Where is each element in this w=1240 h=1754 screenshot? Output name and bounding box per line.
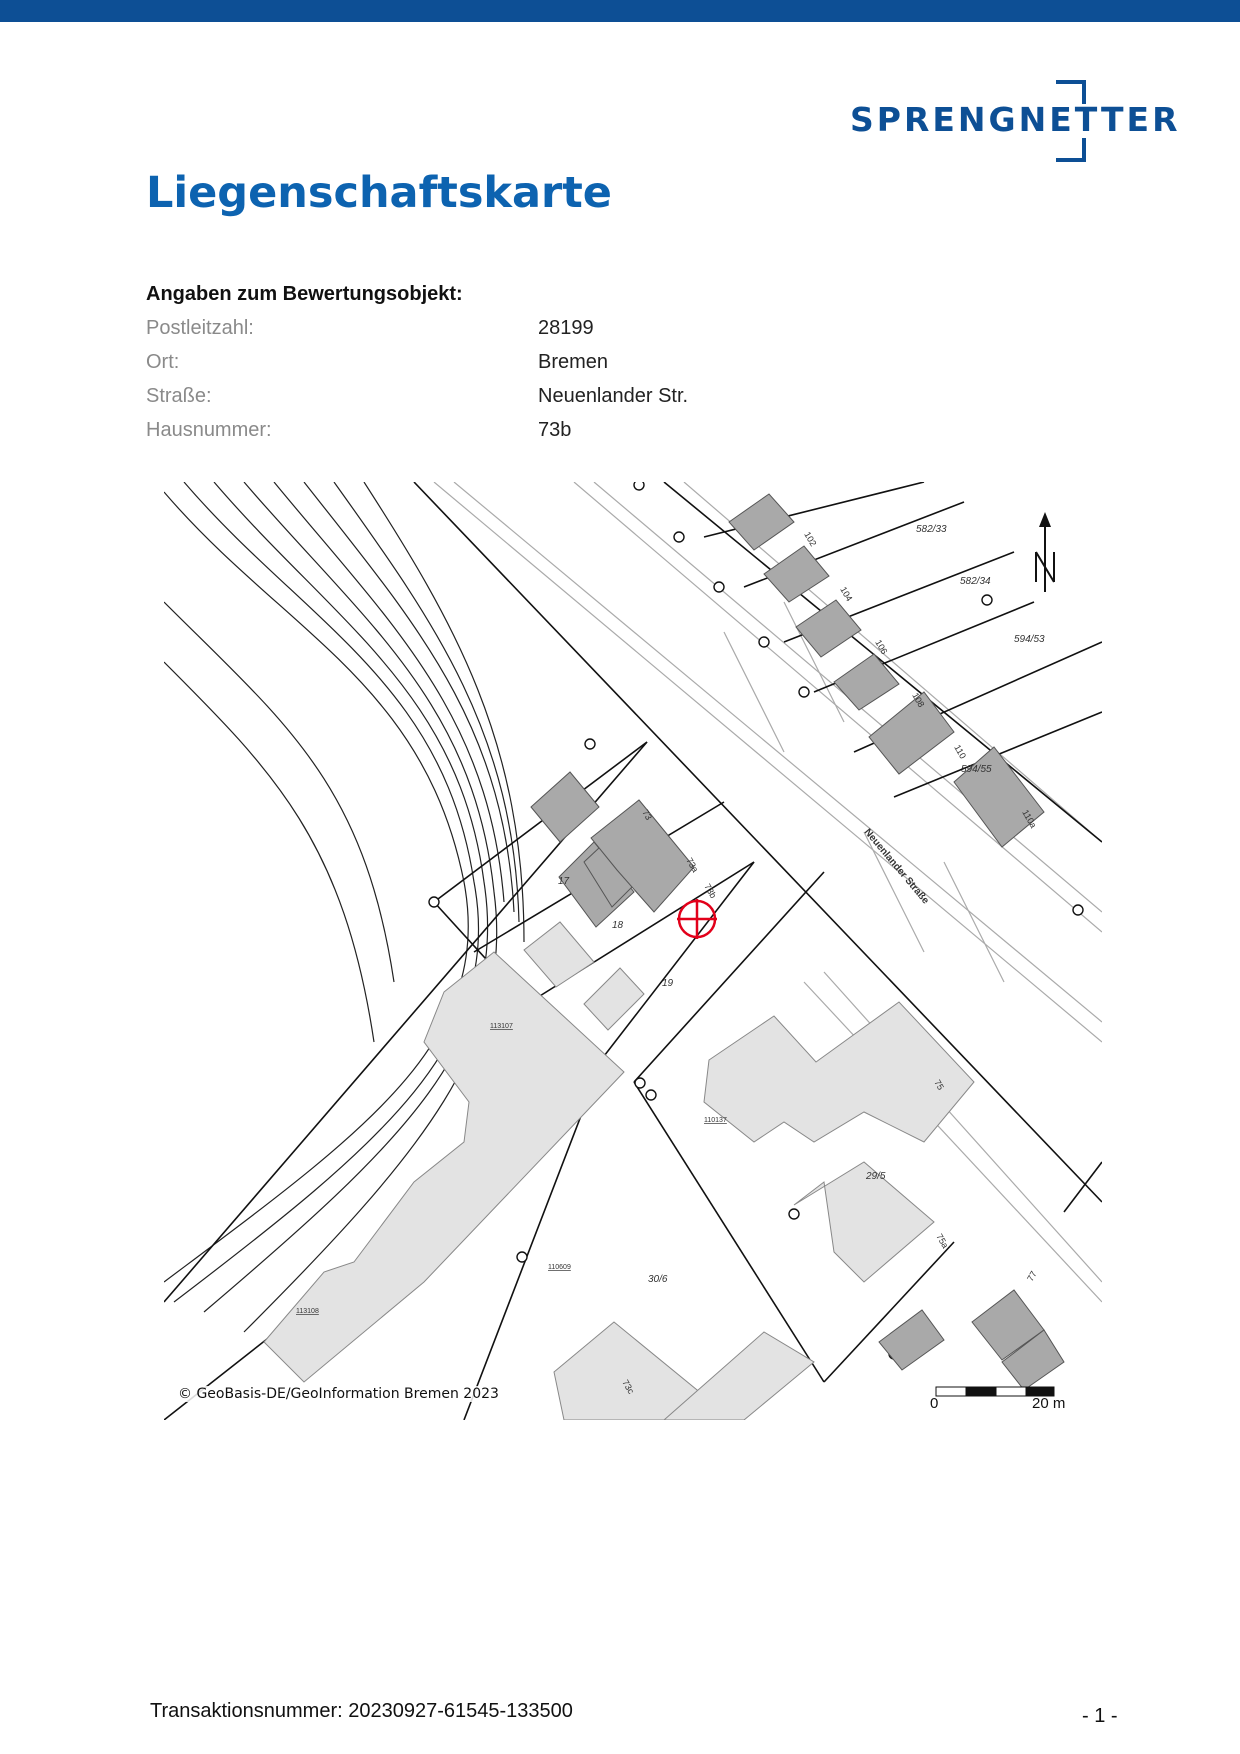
north-arrow-icon	[1035, 512, 1055, 592]
buildings-dark	[530, 493, 1065, 1391]
building-id: 110609	[548, 1264, 571, 1271]
house-number: 102	[802, 530, 818, 548]
boundary-points	[428, 482, 1084, 1360]
building-ids: 113107 113108 110609 110137	[296, 1023, 727, 1315]
target-crosshair-icon	[677, 899, 717, 939]
cadastral-map: Neuenlander Straße 73 73a 73b 102 104 10…	[164, 482, 1102, 1420]
house-number: 73b	[702, 882, 718, 900]
parcel-number: 582/33	[916, 524, 947, 535]
building-id: 113108	[296, 1308, 319, 1315]
section-heading: Angaben zum Bewertungsobjekt:	[146, 283, 463, 305]
field-label: Ort:	[146, 351, 180, 373]
field-row-ort: Ort: Bremen	[146, 351, 846, 381]
transaction-number: Transaktionsnummer: 20230927-61545-13350…	[150, 1700, 573, 1722]
house-number: 73	[640, 808, 654, 822]
sprengnetter-logo: SPRENGNETTER	[850, 78, 1185, 163]
house-number: 104	[838, 585, 854, 603]
house-number: 77	[1025, 1269, 1039, 1283]
parcel-number: 19	[662, 978, 674, 989]
field-value: Bremen	[538, 351, 609, 373]
parcel-number: 30/6	[648, 1274, 668, 1285]
field-label: Postleitzahl:	[146, 317, 254, 339]
map-canvas: Neuenlander Straße 73 73a 73b 102 104 10…	[164, 482, 1102, 1420]
street-label: Neuenlander Straße	[862, 827, 931, 907]
parcel-number: 594/53	[1014, 634, 1045, 645]
field-row-hausnummer: Hausnummer: 73b	[146, 419, 846, 449]
house-number: 106	[873, 638, 889, 656]
building-id: 113107	[490, 1023, 513, 1030]
house-numbers: 73 73a 73b 102 104 106 108 110 110a 75 7…	[620, 530, 1038, 1396]
logo-bracket-icon	[1056, 80, 1086, 162]
scale-end-label: 20 m	[1032, 1395, 1066, 1412]
scale-start-label: 0	[930, 1395, 939, 1412]
scale-bar	[935, 1386, 1055, 1397]
parcel-number: 594/55	[961, 764, 992, 775]
field-row-postleitzahl: Postleitzahl: 28199	[146, 317, 846, 347]
railway-tracks	[164, 482, 525, 1333]
field-value: 73b	[538, 419, 572, 441]
map-copyright: © GeoBasis-DE/GeoInformation Bremen 2023	[176, 1386, 501, 1402]
field-value: Neuenlander Str.	[538, 385, 689, 407]
page-title: Liegenschaftskarte	[146, 168, 612, 218]
field-row-strasse: Straße: Neuenlander Str.	[146, 385, 846, 415]
buildings-light	[263, 921, 975, 1420]
top-accent-bar	[0, 0, 1240, 22]
parcel-number: 18	[612, 920, 624, 931]
field-value: 28199	[538, 317, 594, 339]
parcel-numbers: 17 18 19 29/5 30/6 582/33 582/34 594/53 …	[558, 524, 1045, 1285]
page-number: - 1 -	[1082, 1705, 1118, 1727]
logo-text: SPRENGNETTER	[850, 100, 1181, 139]
road-edges	[433, 482, 1102, 1303]
parcel-boundaries	[164, 482, 1102, 1420]
parcel-number: 582/34	[960, 576, 991, 587]
house-number: 110	[952, 743, 968, 760]
field-label: Hausnummer:	[146, 419, 272, 441]
parcel-number: 29/5	[865, 1171, 886, 1182]
house-number: 75	[932, 1078, 946, 1092]
field-label: Straße:	[146, 385, 212, 407]
parcel-number: 17	[558, 876, 570, 887]
building-id: 110137	[704, 1117, 727, 1124]
